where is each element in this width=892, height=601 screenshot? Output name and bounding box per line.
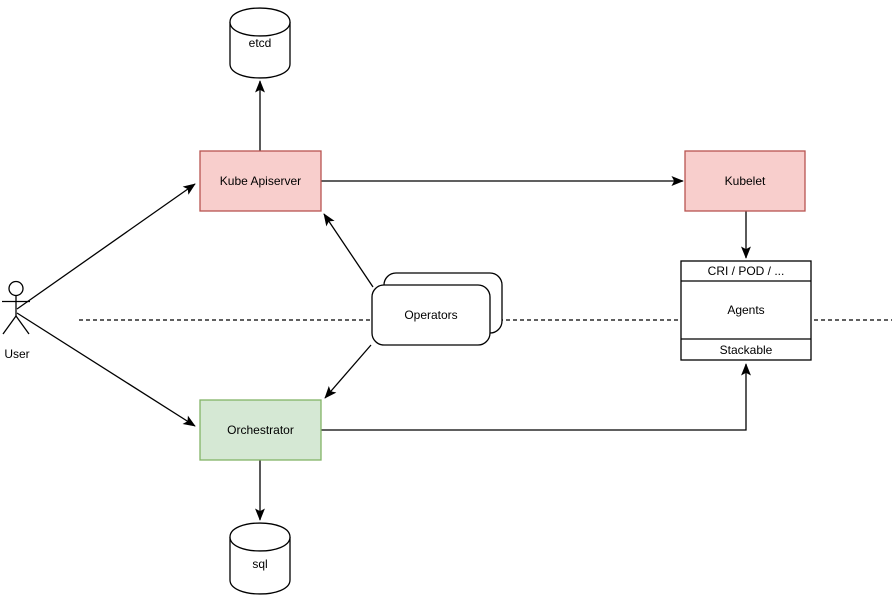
kube-apiserver-label: Kube Apiserver	[220, 174, 301, 188]
edge-user-to-kube-apiserver[interactable]	[16, 183, 196, 310]
etcd-cylinder-top-arc	[229, 21, 291, 37]
kubelet-label: Kubelet	[725, 174, 766, 188]
operators-front-card	[371, 284, 491, 346]
user-label: User	[4, 347, 29, 361]
orchestrator-box	[199, 399, 322, 461]
kube-apiserver-box	[199, 150, 322, 212]
node-etcd[interactable]: etcd	[229, 7, 291, 79]
edge-operators-to-orchestrator[interactable]	[324, 344, 372, 399]
etcd-label: etcd	[249, 36, 272, 50]
agents-stack-box	[680, 260, 812, 361]
node-user-actor[interactable]: User	[2, 280, 30, 362]
kubelet-box	[684, 150, 806, 212]
node-kubelet[interactable]: Kubelet	[684, 150, 806, 212]
agents-stack-row-stackable: Stackable	[720, 343, 773, 357]
node-operators[interactable]: Operators	[371, 272, 503, 346]
actor-legs	[2, 315, 30, 335]
node-sql[interactable]: sql	[229, 522, 291, 595]
edge-user-to-orchestrator[interactable]	[16, 312, 196, 427]
node-kube-apiserver[interactable]: Kube Apiserver	[199, 150, 322, 212]
actor-head	[8, 280, 24, 297]
edge-orchestrator-to-stackable[interactable]	[321, 363, 751, 431]
operators-label: Operators	[404, 308, 457, 322]
sql-label: sql	[252, 557, 267, 571]
node-agents-stack[interactable]: CRI / POD / ... Agents Stackable	[680, 260, 812, 361]
agents-stack-row-agents: Agents	[727, 303, 764, 317]
edge-operators-to-kube-apiserver[interactable]	[323, 213, 374, 288]
sql-cylinder-top-arc	[229, 536, 291, 552]
node-orchestrator[interactable]: Orchestrator	[199, 399, 322, 461]
agents-stack-row-cri: CRI / POD / ...	[708, 264, 785, 278]
orchestrator-label: Orchestrator	[227, 423, 294, 437]
